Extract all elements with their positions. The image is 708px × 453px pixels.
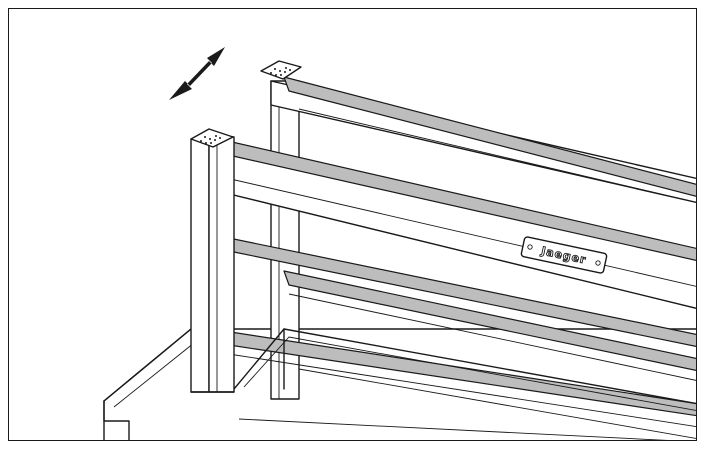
back-corner-cap [260, 60, 302, 80]
bottom-tray [233, 328, 696, 411]
corner-caps [190, 60, 302, 148]
middle-rail-lower [283, 270, 696, 371]
front-corner-cap [190, 128, 234, 148]
rack-front-post [190, 133, 235, 393]
shelf-rails [218, 76, 696, 427]
brand-plate: Jaeger [520, 236, 608, 274]
top-rail-back [283, 76, 696, 197]
double-arrow-icon [169, 47, 225, 100]
rack-illustration: Jaeger [103, 47, 696, 440]
illustration-frame: Jaeger [8, 8, 697, 441]
